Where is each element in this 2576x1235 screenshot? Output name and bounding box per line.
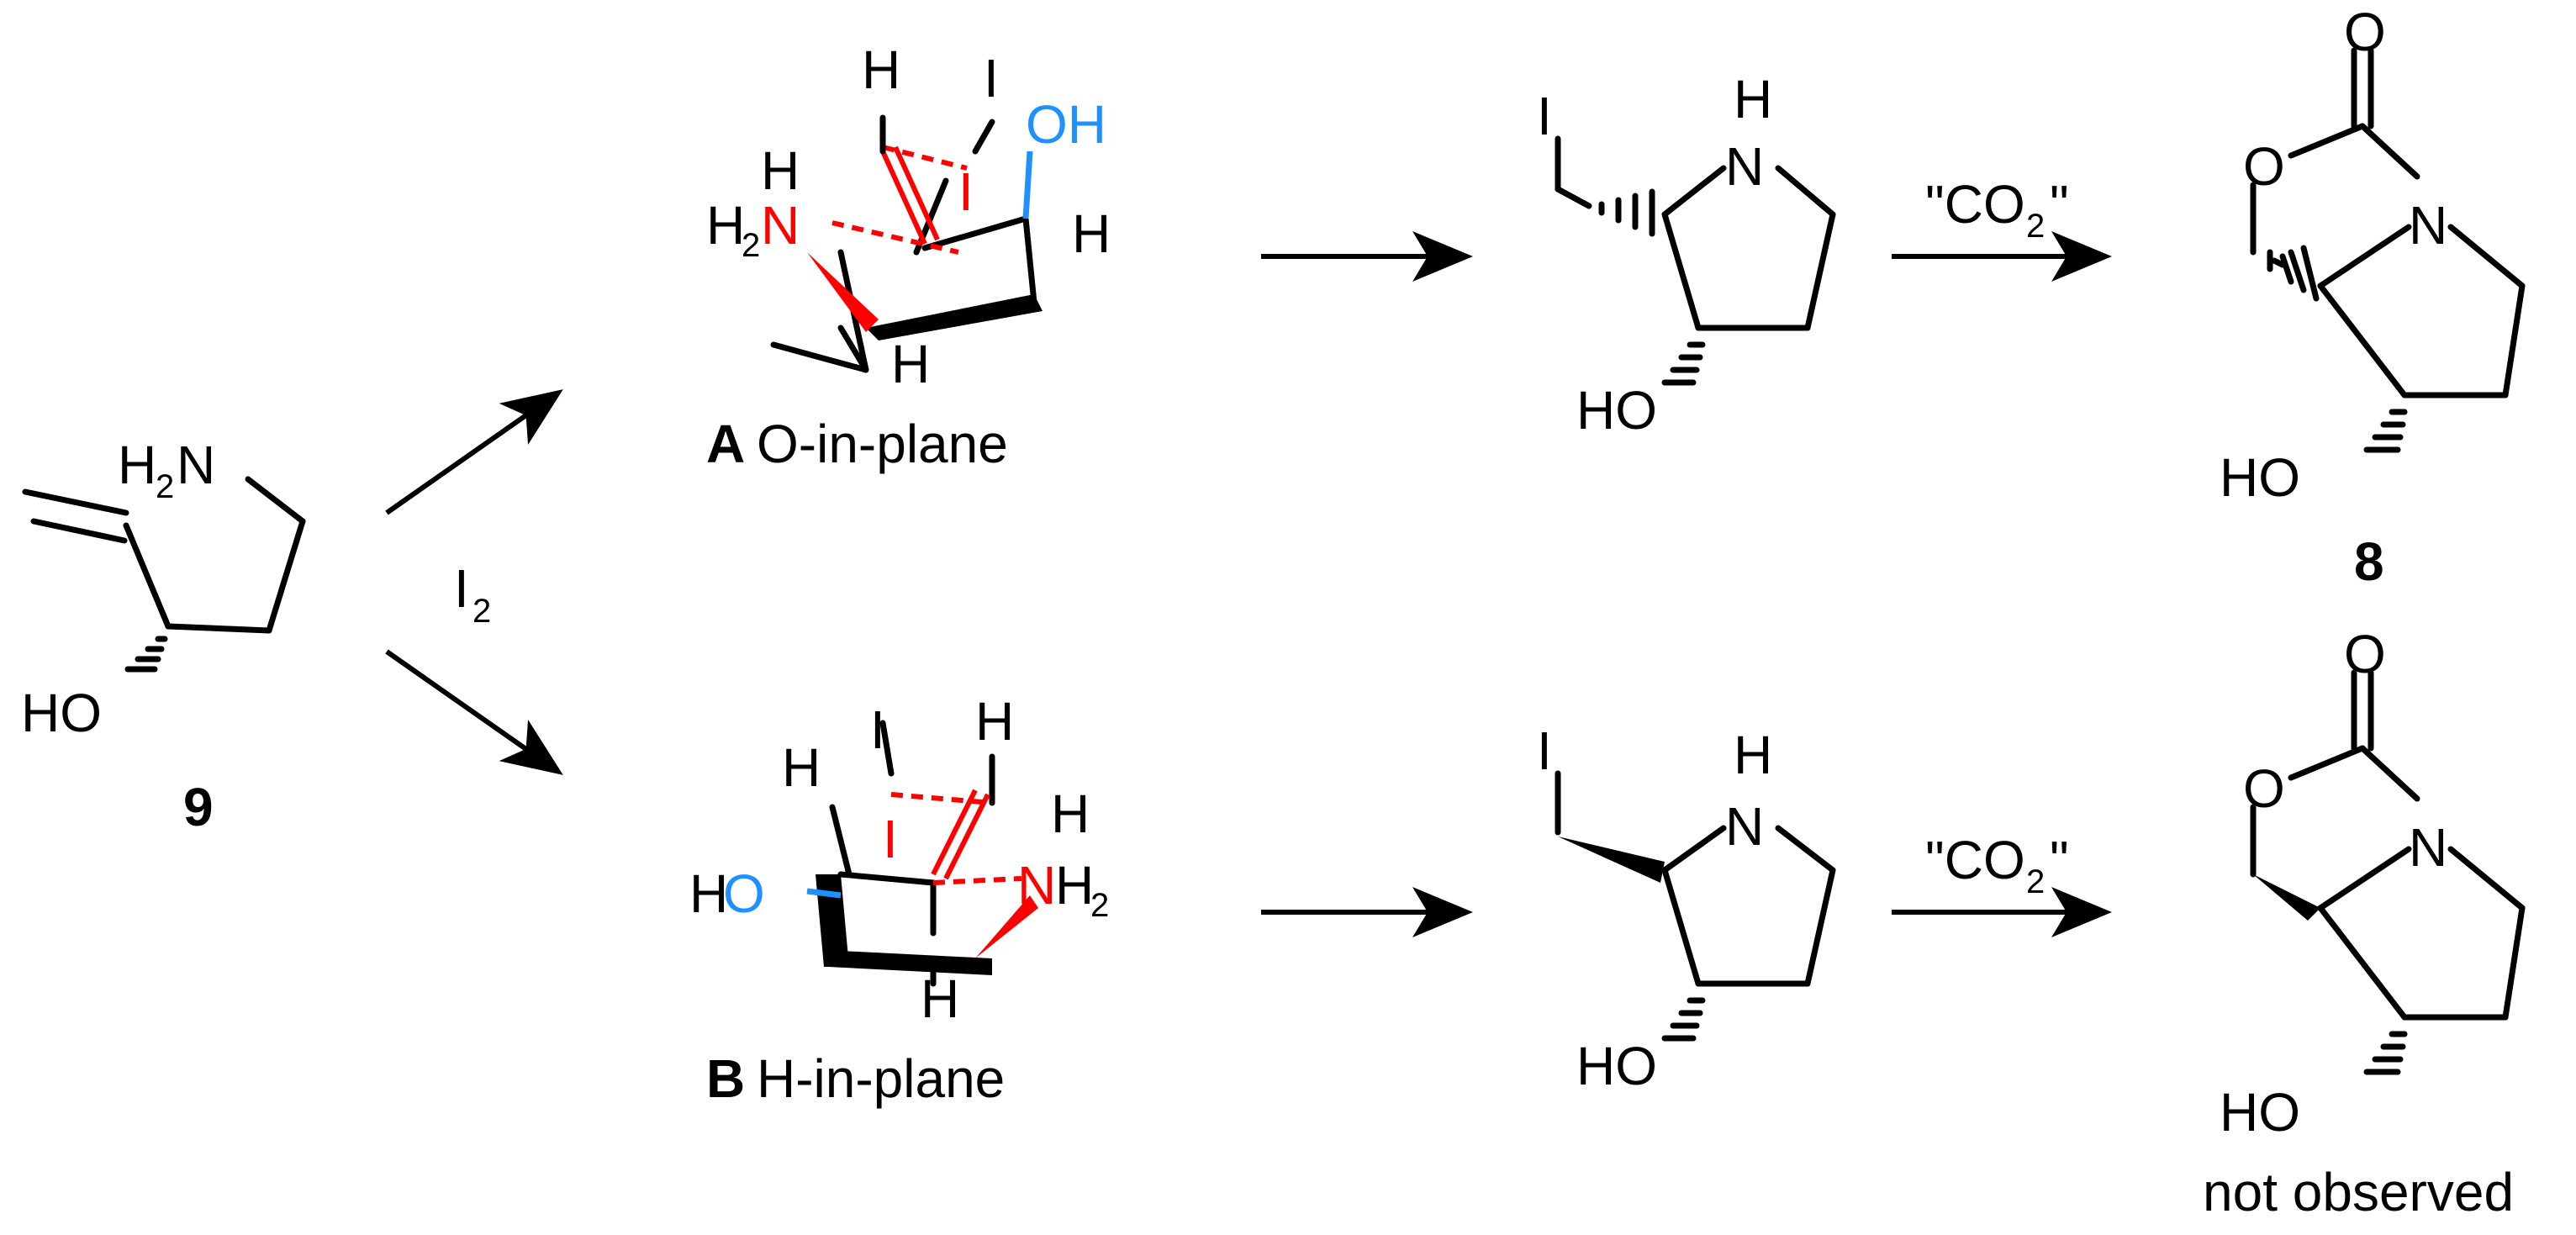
hashed-bond — [1661, 997, 1706, 1042]
intermediate-b-label: H-in-plane — [757, 1048, 1005, 1109]
svg-text:N: N — [2409, 817, 2447, 878]
svg-text:O: O — [2243, 758, 2285, 819]
svg-text:"CO: "CO — [1925, 174, 2025, 235]
compound-id-8: 8 — [2354, 531, 2384, 592]
svg-text:H: H — [689, 863, 728, 924]
svg-text:N: N — [1725, 136, 1764, 197]
intermediate-a-label: O-in-plane — [757, 414, 1008, 474]
co2-reagent-bottom: "CO 2 " — [1925, 830, 2069, 900]
svg-text:2: 2 — [2026, 208, 2045, 245]
heavy-bond — [816, 874, 849, 967]
arrow-to-a — [385, 389, 563, 515]
svg-text:H: H — [1051, 784, 1090, 844]
svg-text:H: H — [862, 40, 900, 100]
svg-text:H: H — [1055, 855, 1094, 916]
svg-text:2: 2 — [472, 593, 491, 630]
svg-text:HO: HO — [1576, 380, 1657, 441]
hashed-bond — [124, 636, 168, 673]
svg-text:O: O — [723, 863, 765, 924]
amine-n: N — [177, 435, 215, 495]
wedge-bond — [2253, 874, 2320, 921]
intermediate-a-letter: A — [706, 414, 745, 474]
hashed-bond — [2271, 245, 2320, 302]
co2-reagent-top: "CO 2 " — [1925, 174, 2069, 245]
red-wedge — [807, 252, 879, 332]
svg-text:HO: HO — [1576, 1036, 1657, 1096]
product-8: O O N HO 8 — [2220, 2, 2526, 592]
not-observed-label: not observed — [2203, 1162, 2514, 1222]
iodopyrrolidine-top: I H N HO — [1537, 69, 1836, 441]
svg-text:H: H — [782, 737, 821, 798]
amine-sub: 2 — [156, 468, 174, 505]
svg-text:2: 2 — [2026, 863, 2045, 900]
svg-text:I: I — [1537, 86, 1552, 146]
svg-text:H: H — [761, 140, 800, 201]
hydroxyl-label: HO — [21, 683, 102, 743]
product-not-observed: O O N HO not observed — [2203, 624, 2526, 1222]
svg-text:N: N — [1017, 855, 1056, 916]
hashed-bond — [2363, 409, 2408, 453]
svg-text:I: I — [883, 809, 898, 869]
svg-text:H: H — [1072, 203, 1111, 264]
svg-text:N: N — [2409, 195, 2447, 256]
arrow-to-b — [385, 649, 563, 775]
svg-text:": " — [2050, 174, 2069, 235]
svg-text:H: H — [975, 691, 1014, 752]
svg-text:H: H — [1734, 69, 1772, 129]
svg-text:O: O — [2243, 136, 2285, 197]
svg-text:"CO: "CO — [1925, 830, 2025, 890]
svg-text:H: H — [1734, 725, 1772, 785]
svg-text:H: H — [706, 195, 745, 256]
svg-text:2: 2 — [742, 227, 760, 264]
hashed-bond — [1661, 341, 1706, 386]
intermediate-a: H I OH H I H 2 N H H A O-in-plane — [706, 40, 1111, 474]
hashed-bond — [2363, 1031, 2408, 1075]
reagent-i2: I 2 — [454, 558, 491, 630]
svg-text:H: H — [921, 968, 959, 1029]
iodopyrrolidine-bottom: I H N HO — [1537, 720, 1836, 1096]
heavy-bond — [866, 294, 1043, 340]
svg-text:HO: HO — [2220, 1082, 2300, 1143]
svg-text:I: I — [958, 161, 974, 222]
svg-text:I: I — [870, 699, 885, 760]
svg-text:O: O — [2344, 624, 2386, 684]
svg-text:": " — [2050, 830, 2069, 890]
svg-text:OH: OH — [1026, 94, 1106, 155]
intermediate-b: I H H I H N H 2 H O H B H-in-plane — [689, 691, 1109, 1109]
amine-h: H — [118, 435, 156, 495]
svg-text:2: 2 — [1090, 887, 1109, 924]
svg-text:I: I — [454, 558, 469, 619]
svg-text:HO: HO — [2220, 447, 2300, 508]
svg-text:O: O — [2344, 2, 2386, 62]
svg-text:I: I — [984, 48, 999, 108]
svg-text:I: I — [1537, 720, 1552, 781]
svg-text:N: N — [1725, 796, 1764, 857]
intermediate-b-letter: B — [706, 1048, 745, 1109]
hashed-bond — [1598, 188, 1655, 237]
wedge-bond — [1558, 837, 1665, 883]
compound-id-9: 9 — [183, 777, 214, 837]
svg-text:N: N — [761, 195, 800, 256]
compound-9: H 2 N HO 9 — [21, 435, 306, 837]
svg-text:H: H — [891, 334, 930, 394]
